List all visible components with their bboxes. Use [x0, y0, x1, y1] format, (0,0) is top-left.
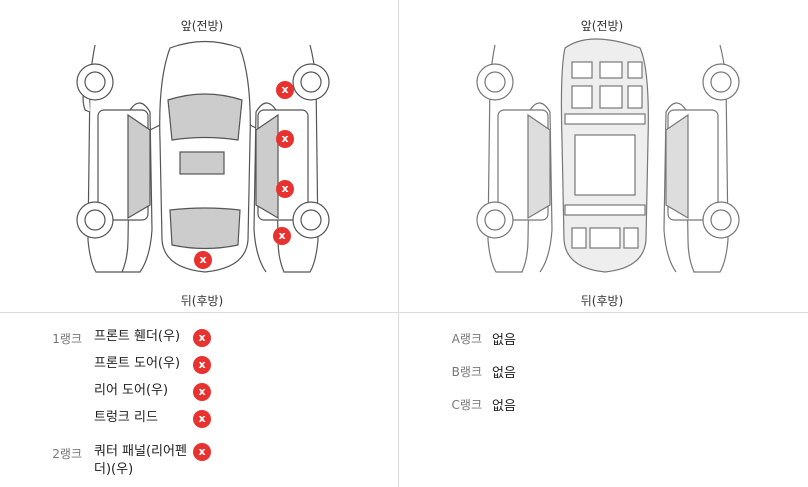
- rank2-item-line2: 더)(우): [94, 462, 134, 477]
- right-frame-diagram: [476, 38, 740, 273]
- left-rear-label: 뒤(후방): [180, 294, 224, 308]
- rank1-item: 프론트 도어(우): [94, 356, 181, 371]
- panel-divider-horizontal: [0, 312, 808, 313]
- rank-b-value: 없음: [492, 366, 516, 381]
- panel-divider-vertical: [398, 0, 399, 487]
- rank2-item-line1: 쿼터 패널(리어펜: [94, 444, 187, 459]
- rank1-mark: x: [193, 410, 211, 428]
- rank1-item: 트렁크 리드: [94, 410, 158, 425]
- rank2-label: 2랭크: [52, 447, 82, 461]
- left-car-diagram: [76, 40, 330, 273]
- rank-a-label: A랭크: [451, 332, 482, 346]
- rank1-mark: x: [193, 329, 211, 347]
- rank-c-value: 없음: [492, 399, 516, 414]
- right-front-label: 앞(전방): [580, 19, 624, 33]
- damage-mark-front-fender: x: [276, 81, 294, 99]
- rank1-mark: x: [193, 356, 211, 374]
- rank1-label: 1랭크: [52, 332, 82, 346]
- rank-b-label: B랭크: [451, 365, 482, 379]
- damage-mark-quarter-panel: x: [273, 227, 291, 245]
- rank1-item: 리어 도어(우): [94, 383, 169, 398]
- left-front-label: 앞(전방): [180, 19, 224, 33]
- right-rear-label: 뒤(후방): [580, 294, 624, 308]
- rank1-mark: x: [193, 383, 211, 401]
- rank1-item: 프론트 휀더(우): [94, 329, 181, 344]
- damage-mark-trunk-lid: x: [194, 251, 212, 269]
- damage-mark-rear-door: x: [276, 180, 294, 198]
- rank-a-value: 없음: [492, 333, 516, 348]
- damage-mark-front-door: x: [276, 130, 294, 148]
- rank2-mark: x: [193, 443, 211, 461]
- rank-c-label: C랭크: [451, 398, 482, 412]
